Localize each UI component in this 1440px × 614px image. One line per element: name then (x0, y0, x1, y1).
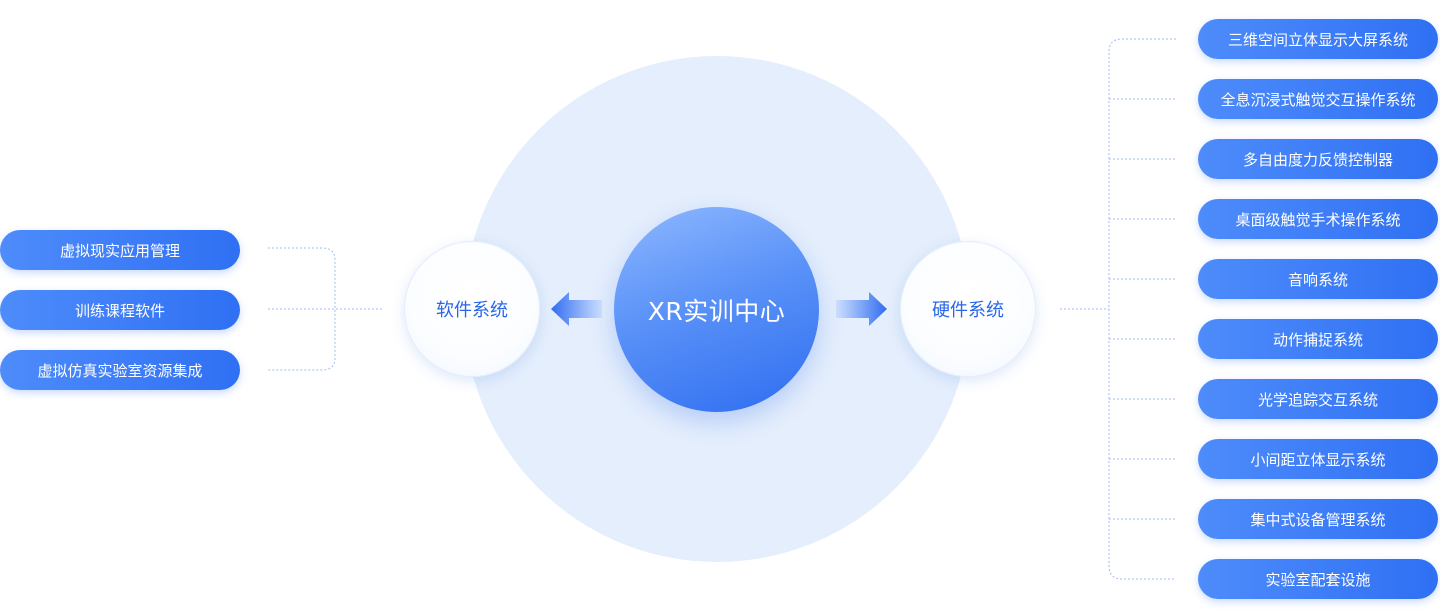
hardware-node: 硬件系统 (900, 241, 1036, 377)
software-item[interactable]: 训练课程软件 (0, 290, 240, 330)
hardware-item[interactable]: 三维空间立体显示大屏系统 (1198, 19, 1438, 59)
software-node: 软件系统 (404, 241, 540, 377)
center-label: XR实训中心 (647, 296, 786, 326)
center-node: XR实训中心 (614, 207, 819, 412)
software-item[interactable]: 虚拟现实应用管理 (0, 230, 240, 270)
hardware-bracket (1060, 38, 1176, 580)
software-label: 软件系统 (436, 300, 508, 321)
hardware-item[interactable]: 全息沉浸式触觉交互操作系统 (1198, 79, 1438, 119)
software-bracket (268, 247, 384, 371)
hardware-item[interactable]: 音响系统 (1198, 259, 1438, 299)
hardware-label: 硬件系统 (932, 300, 1004, 321)
hardware-item[interactable]: 桌面级触觉手术操作系统 (1198, 199, 1438, 239)
software-item[interactable]: 虚拟仿真实验室资源集成 (0, 350, 240, 390)
hardware-item[interactable]: 动作捕捉系统 (1198, 319, 1438, 359)
hardware-item[interactable]: 集中式设备管理系统 (1198, 499, 1438, 539)
hardware-item[interactable]: 光学追踪交互系统 (1198, 379, 1438, 419)
hardware-item[interactable]: 实验室配套设施 (1198, 559, 1438, 599)
hardware-item[interactable]: 小间距立体显示系统 (1198, 439, 1438, 479)
hardware-item[interactable]: 多自由度力反馈控制器 (1198, 139, 1438, 179)
